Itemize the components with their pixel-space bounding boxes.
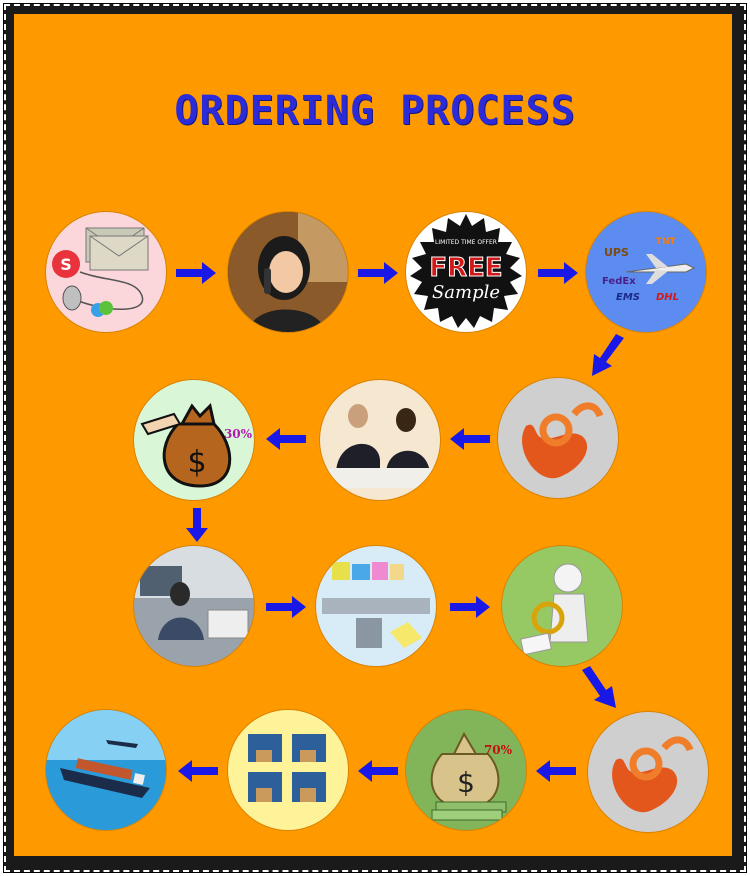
step-quality-inspection [502,546,622,666]
arrow-down-left-icon [592,334,624,376]
mail-icon [85,227,149,271]
badge-top-text: LIMITED TIME OFFER [435,239,497,246]
deposit-percent: 30% [224,427,253,441]
step-balance-payment: $ 70% [406,710,526,830]
dhl-logo: DHL [656,292,679,303]
step-approve-sample [498,378,618,498]
ups-logo: UPS [604,246,629,259]
arrow-right-icon [538,262,578,284]
arrow-right-icon [450,596,490,618]
step-deposit-payment: $ 30% [134,380,254,500]
container-ship-icon [60,758,150,798]
diagram-title: ORDERING PROCESS [174,88,576,134]
free-text: FREE [429,253,502,283]
skype-icon: S [52,250,80,278]
arrow-right-icon [266,596,306,618]
mouse-icon [62,285,82,311]
ok-hand-icon [522,402,604,479]
step-free-sample: LIMITED TIME OFFER FREE Sample [406,212,526,332]
svg-text:S: S [60,255,72,274]
step-sea-shipping [46,710,166,830]
balance-percent: 70% [484,743,513,757]
arrow-left-icon [178,760,218,782]
airplane-icon [625,254,696,284]
messenger-icon [91,301,113,317]
step-approve-goods [588,712,708,832]
money-bag-icon: $ [162,403,232,488]
svg-text:$: $ [457,766,475,799]
fedex-logo: FedEx [602,276,636,287]
arrow-left-icon [358,760,398,782]
arrow-left-icon [450,428,490,450]
step-contact: S [46,212,166,332]
arrow-left-icon [536,760,576,782]
money-bag-icon: $ [430,731,500,810]
ems-logo: EMS [616,292,640,303]
step-phone-call [228,212,348,332]
sample-text: Sample [432,282,500,303]
arrow-left-icon [266,428,306,450]
arrow-right-icon [358,262,398,284]
step-design-office [134,546,254,666]
arrow-down-right-icon [582,666,616,708]
svg-text:$: $ [187,445,206,480]
tnt-logo: TNT [656,237,677,247]
arrow-right-icon [176,262,216,284]
step-negotiate-contract [320,380,440,500]
starburst-badge [410,214,522,328]
step-loading-cargo [228,710,348,830]
magnifier-figure-icon [520,563,589,656]
arrow-down-icon [186,508,208,542]
ok-hand-icon [612,736,694,813]
step-production-line [316,546,436,666]
step-shipping: UPS TNT FedEx EMS DHL [586,212,706,332]
